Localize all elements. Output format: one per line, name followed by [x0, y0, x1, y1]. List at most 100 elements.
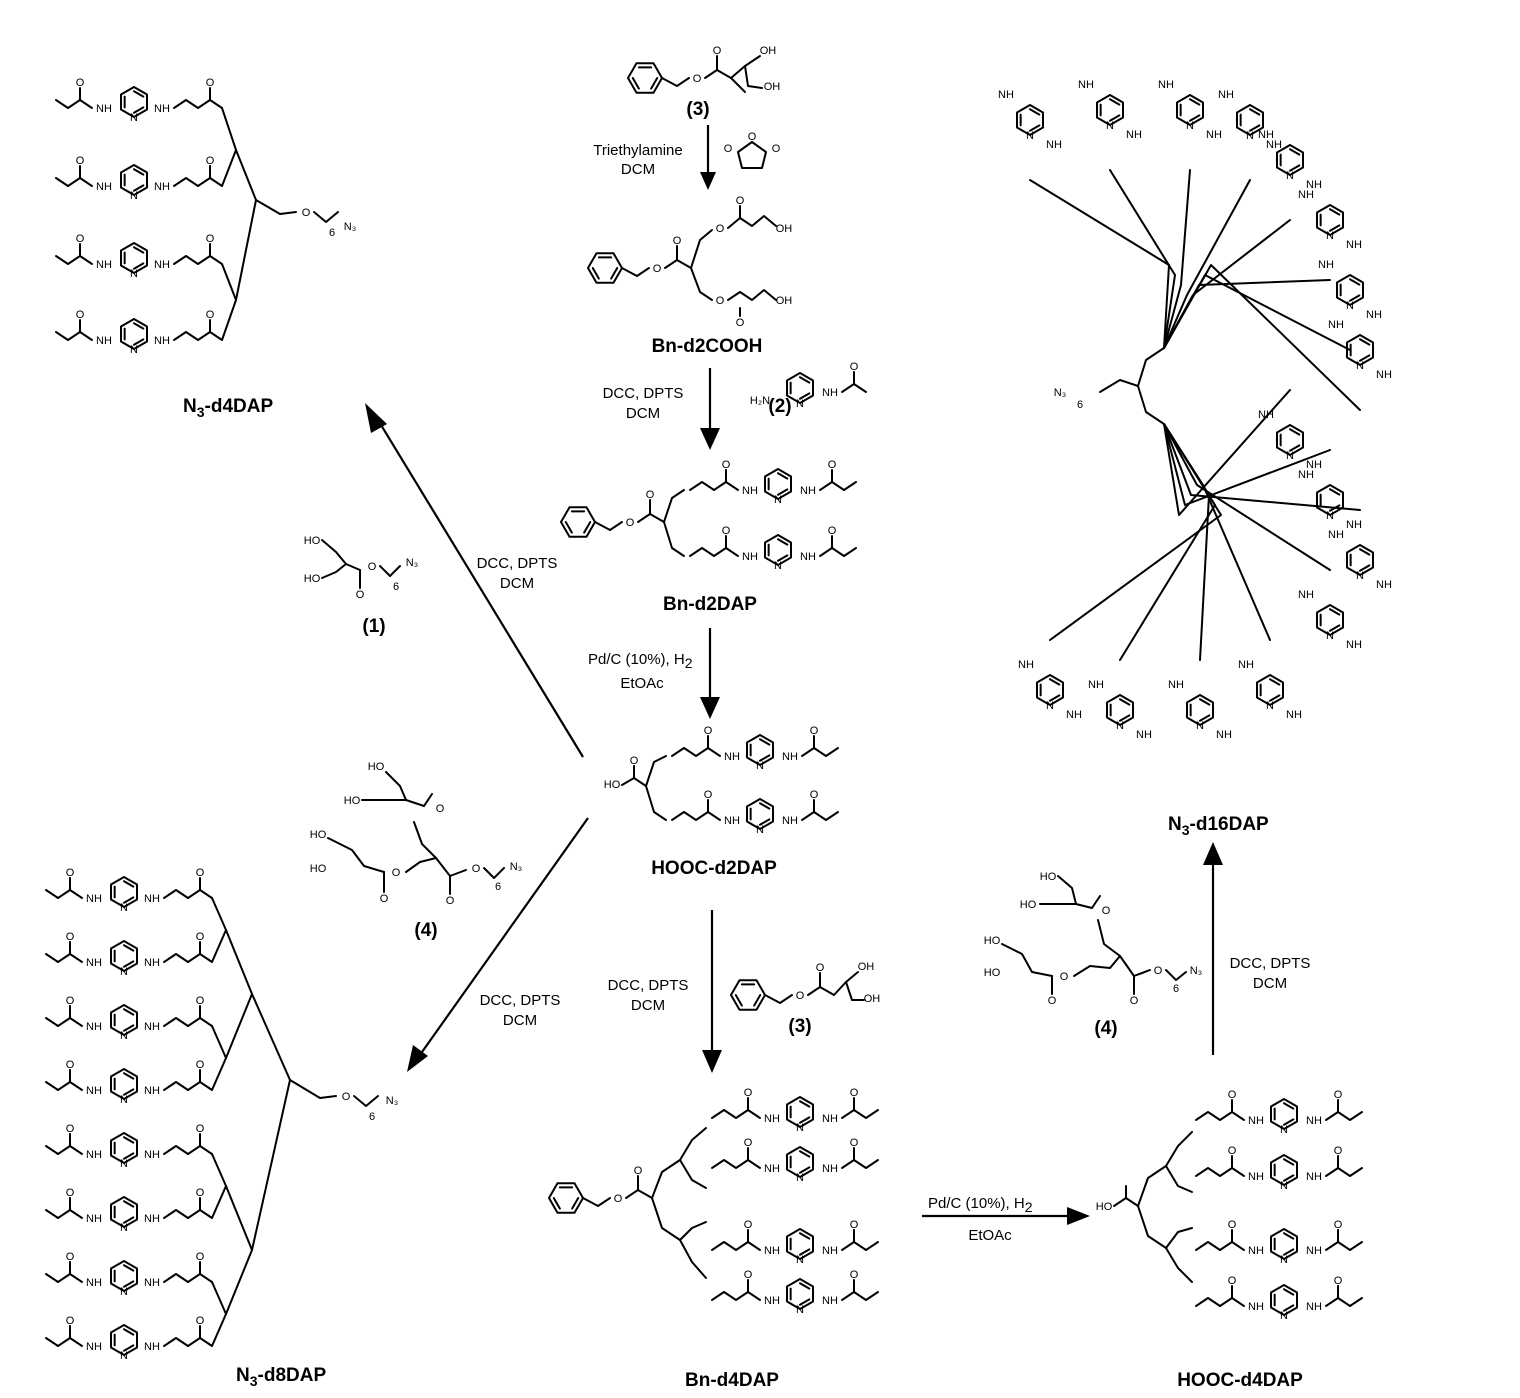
- cond-step4-line2: DCM: [631, 997, 665, 1014]
- pyridine-n: N: [1106, 120, 1114, 132]
- atom-nh: NH: [1298, 469, 1314, 481]
- atom-nh: NH: [1248, 1115, 1264, 1127]
- atom-o: O: [196, 1315, 205, 1327]
- atom-oh: OH: [864, 993, 881, 1005]
- atom-o: O: [196, 1059, 205, 1071]
- cond-step1-line1: Triethylamine: [593, 142, 682, 159]
- atom-o: O: [1334, 1275, 1343, 1287]
- label-compound-2: (2): [768, 396, 791, 417]
- atom-o: O: [196, 931, 205, 943]
- arrow-hooc-d4dap-to-n3-d16dap: [1203, 842, 1223, 1055]
- atom-o: O: [744, 1137, 753, 1149]
- atom-o: O: [76, 77, 85, 89]
- atom-o: O: [66, 1059, 75, 1071]
- pyridine-n: N: [756, 760, 764, 772]
- atom-nh: NH: [1168, 679, 1184, 691]
- atom-o: O: [1228, 1089, 1237, 1101]
- atom-ho: HO: [1020, 899, 1037, 911]
- atom-nh: NH: [96, 335, 112, 347]
- cond-step6-line2: DCM: [1253, 975, 1287, 992]
- atom-o: O: [380, 893, 389, 905]
- atom-nh: NH: [1158, 79, 1174, 91]
- atom-o: O: [1334, 1219, 1343, 1231]
- pyridine-n: N: [796, 1172, 804, 1184]
- atom-o: O: [472, 863, 481, 875]
- label-compound-1: (1): [362, 616, 385, 637]
- atom-nh: NH: [144, 957, 160, 969]
- atom-o: O: [66, 1251, 75, 1263]
- atom-nh: NH: [1258, 409, 1274, 421]
- atom-nh: NH: [1136, 729, 1152, 741]
- atom-nh: NH: [800, 551, 816, 563]
- atom-o: O: [634, 1165, 643, 1177]
- atom-nh: NH: [764, 1163, 780, 1175]
- atom-nh: NH: [86, 1085, 102, 1097]
- atom-nh: NH: [764, 1295, 780, 1307]
- cond-step3-line2: EtOAc: [620, 675, 664, 692]
- atom-nh: NH: [144, 1277, 160, 1289]
- atom-nh: NH: [1216, 729, 1232, 741]
- atom-ho: HO: [1040, 871, 1057, 883]
- atom-o: O: [1334, 1145, 1343, 1157]
- label-compound-3-mid: (3): [788, 1016, 811, 1037]
- atom-o: O: [828, 459, 837, 471]
- atom-o: O: [744, 1269, 753, 1281]
- atom-nh: NH: [154, 181, 170, 193]
- atom-nh: NH: [1346, 519, 1362, 531]
- atom-o: O: [1048, 995, 1057, 1007]
- pyridine-n: N: [796, 1304, 804, 1316]
- atom-nh: NH: [96, 259, 112, 271]
- atom-nh: NH: [764, 1245, 780, 1257]
- pyridine-n: N: [1280, 1180, 1288, 1192]
- atom-six: 6: [369, 1111, 375, 1123]
- cond-step4-line1: DCC, DPTS: [608, 977, 689, 994]
- pyridine-n: N: [1186, 120, 1194, 132]
- atom-nh: NH: [1376, 579, 1392, 591]
- atom-o: O: [66, 1187, 75, 1199]
- atom-ho: HO: [304, 573, 321, 585]
- atom-o: O: [206, 309, 215, 321]
- label-compound-4-left: (4): [414, 920, 437, 941]
- atom-ho: HO: [310, 829, 327, 841]
- pyridine-n: N: [774, 494, 782, 506]
- pyridine-n: N: [1326, 510, 1334, 522]
- conditions-step6: DCC, DPTS DCM: [1230, 955, 1311, 992]
- atom-o: O: [206, 155, 215, 167]
- pyridine-n: N: [120, 1030, 128, 1042]
- arrow-bn-d4dap-to-hooc-d4dap: [922, 1207, 1090, 1225]
- atom-o: O: [76, 233, 85, 245]
- atom-nh: NH: [1066, 709, 1082, 721]
- atom-o: O: [206, 233, 215, 245]
- label-bn-d2dap: Bn-d2DAP: [663, 594, 757, 615]
- atom-o: O: [76, 309, 85, 321]
- atom-nh: NH: [1248, 1171, 1264, 1183]
- atom-nh: NH: [1328, 529, 1344, 541]
- atom-nh: NH: [86, 1213, 102, 1225]
- atom-o: O: [850, 1269, 859, 1281]
- atom-o: O: [1154, 965, 1163, 977]
- atom-six: 6: [1173, 983, 1179, 995]
- arrow-hooc-d2dap-to-bn-d4dap: [702, 910, 722, 1073]
- arrow-hooc-d2dap-to-n3-d4dap: [365, 403, 584, 758]
- atom-nh: NH: [1298, 589, 1314, 601]
- atom-nh: NH: [144, 1021, 160, 1033]
- atom-nh: NH: [1376, 369, 1392, 381]
- atom-o: O: [748, 131, 757, 143]
- pyridine-n: N: [774, 560, 782, 572]
- atom-o: O: [646, 489, 655, 501]
- atom-o: O: [722, 525, 731, 537]
- atom-o: O: [673, 235, 682, 247]
- conditions-step4: DCC, DPTS DCM: [608, 977, 689, 1014]
- atom-oh: OH: [760, 45, 777, 57]
- label-hooc-d4dap: HOOC-d4DAP: [1177, 1370, 1303, 1391]
- atom-six: 6: [329, 227, 335, 239]
- atom-o: O: [850, 361, 859, 373]
- atom-o: O: [342, 1091, 351, 1103]
- atom-o: O: [850, 1219, 859, 1231]
- atom-o: O: [796, 990, 805, 1002]
- atom-h2n: H₂N: [750, 395, 770, 407]
